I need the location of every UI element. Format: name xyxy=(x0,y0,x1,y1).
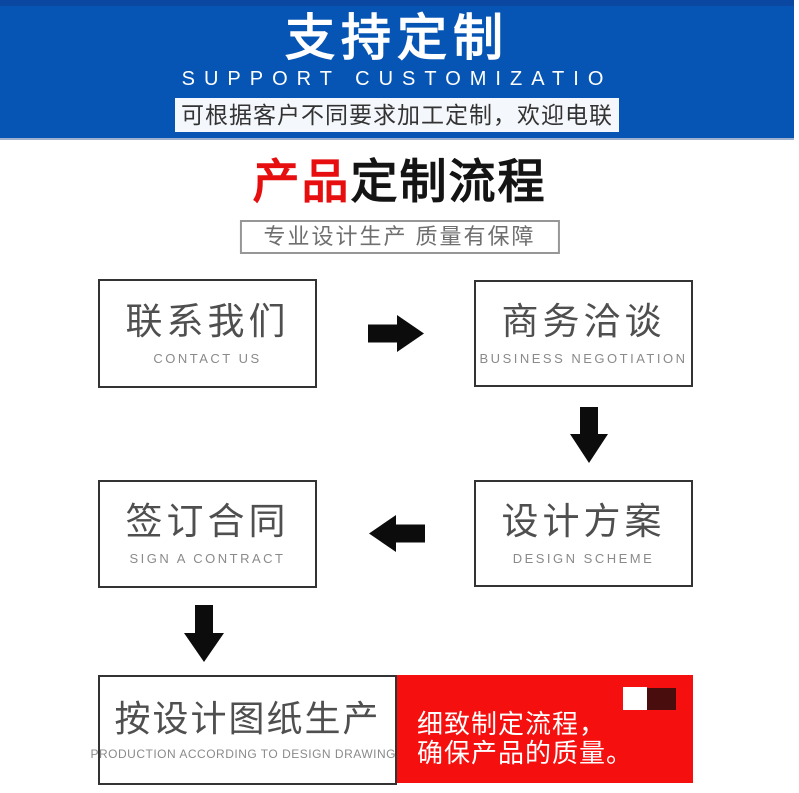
note-white-square xyxy=(623,687,647,710)
flow-step-contact: 联系我们 CONTACT US xyxy=(98,279,317,388)
flow-step-title: 签订合同 xyxy=(125,501,290,542)
banner-top-strip xyxy=(0,0,794,6)
section-title-rest: 定制流程 xyxy=(350,155,547,208)
banner-title: 支持定制 xyxy=(285,10,509,66)
flow-step-title: 联系我们 xyxy=(125,300,290,342)
note-dark-square xyxy=(647,688,676,710)
flow-step-subtitle: PRODUCTION ACCORDING TO DESIGN DRAWINGS xyxy=(90,747,405,761)
flow-step-contract: 签订合同 SIGN A CONTRACT xyxy=(98,480,317,588)
banner: 支持定制 SUPPORT CUSTOMIZATIO 可根据客户不同要求加工定制，… xyxy=(0,0,794,140)
arrow-left-icon xyxy=(369,515,425,552)
flow-step-title: 商务洽谈 xyxy=(501,300,666,342)
flow-step-title: 按设计图纸生产 xyxy=(114,698,381,739)
flow-step-design: 设计方案 DESIGN SCHEME xyxy=(474,480,693,587)
section-tagline: 专业设计生产 质量有保障 xyxy=(239,220,560,254)
quality-note-line-1: 细致制定流程， xyxy=(417,709,607,739)
flow-step-subtitle: CONTACT US xyxy=(153,350,262,366)
arrow-down-icon xyxy=(184,605,224,662)
flow-step-production: 按设计图纸生产 PRODUCTION ACCORDING TO DESIGN D… xyxy=(91,675,404,785)
flow-step-subtitle: DESIGN SCHEME xyxy=(512,550,655,566)
flow-step-title: 设计方案 xyxy=(501,500,666,542)
arrow-right-icon xyxy=(368,315,424,352)
banner-tagline: 可根据客户不同要求加工定制，欢迎电联 xyxy=(175,98,619,132)
flow-step-subtitle: SIGN A CONTRACT xyxy=(129,551,286,566)
flow-step-negotiation: 商务洽谈 BUSINESS NEGOTIATION xyxy=(474,280,693,387)
quality-note-line-2: 确保产品的质量。 xyxy=(417,738,634,768)
section-title: 产品定制流程 xyxy=(0,156,799,208)
banner-subtitle-en: SUPPORT CUSTOMIZATIO xyxy=(181,68,613,90)
quality-note: 细致制定流程， 确保产品的质量。 xyxy=(397,675,693,783)
arrow-down-icon xyxy=(570,407,608,463)
section-title-accent: 产品 xyxy=(252,155,351,208)
flow-step-subtitle: BUSINESS NEGOTIATION xyxy=(479,350,688,366)
